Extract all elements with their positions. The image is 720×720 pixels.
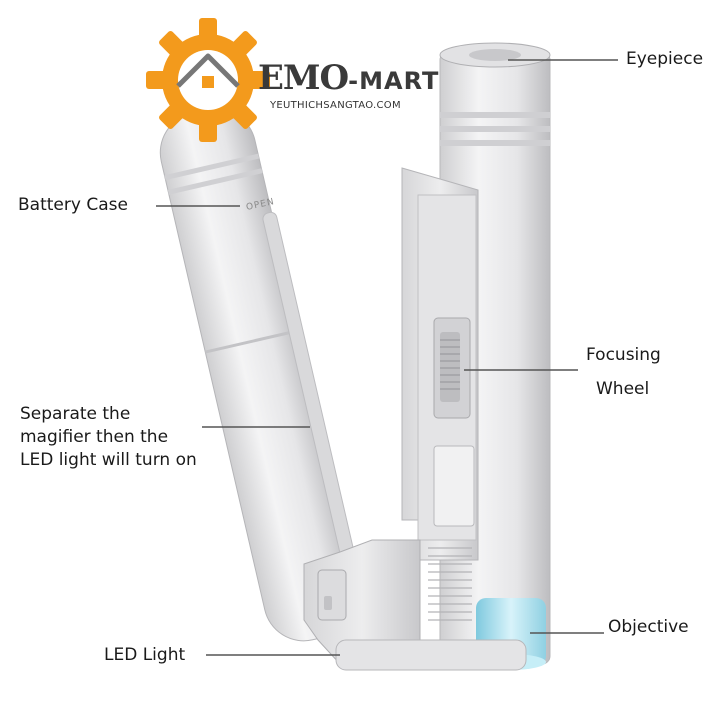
separate-label-line1: Separate the	[20, 404, 131, 424]
led-light-label: LED Light	[104, 645, 186, 665]
focusing-wheel-ridges	[440, 339, 460, 390]
grip-lines	[428, 547, 472, 621]
gear-house-logo-icon	[146, 18, 270, 142]
separate-label-line2: magifier then the	[20, 427, 169, 447]
front-housing	[401, 167, 479, 621]
logo-brand: EMO-MART	[258, 58, 439, 98]
focusing-label-line1: Focusing	[586, 345, 661, 365]
focusing-label-line2: Wheel	[596, 379, 650, 399]
battery-case-label: Battery Case	[18, 195, 128, 215]
logo-brand-main: EMO	[258, 58, 349, 98]
separate-label-line3: LED light will turn on	[20, 450, 197, 470]
led-housing	[303, 539, 527, 671]
leader-lines	[156, 59, 618, 656]
eyepiece-label: Eyepiece	[626, 49, 704, 69]
logo-brand-suffix: -MART	[348, 67, 440, 95]
logo-url: YEUTHICHSANGTAO.COM	[270, 100, 401, 111]
objective-label: Objective	[608, 617, 689, 637]
